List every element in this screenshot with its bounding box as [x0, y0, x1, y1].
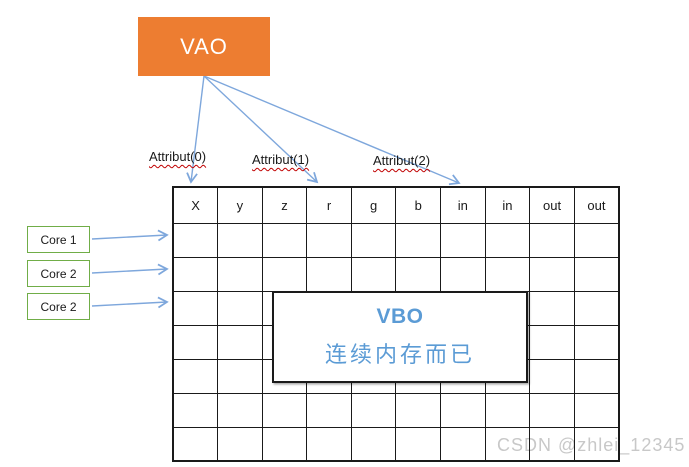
grid-cell	[261, 256, 308, 292]
grid-row	[172, 256, 620, 292]
grid-row	[172, 222, 620, 258]
grid-cell	[217, 290, 263, 326]
grid-cell	[261, 426, 308, 462]
attribut1-label: Attribut(1)	[252, 152, 310, 167]
attribut2-label: Attribut(2)	[373, 153, 431, 168]
attribut0-label: Attribut(0)	[149, 149, 207, 164]
grid-header-cell: b	[395, 186, 442, 224]
grid-cell	[573, 256, 620, 292]
core2-box: Core 2	[27, 260, 90, 287]
grid-cell	[573, 426, 620, 462]
vbo-subtitle: 连续内存而已	[324, 342, 475, 367]
vbo-box: VBO 连续内存而已	[272, 291, 528, 383]
grid-cell	[172, 290, 219, 326]
grid-cell	[172, 426, 219, 462]
core1-box: Core 1	[27, 226, 90, 253]
vao-box: VAO	[138, 17, 270, 76]
grid-cell	[395, 222, 442, 258]
core2-to-grid-arrow	[91, 263, 169, 276]
grid-cell	[395, 392, 442, 428]
grid-cell	[529, 392, 575, 428]
vbo-title: VBO	[376, 305, 424, 328]
grid-header-cell: X	[172, 186, 219, 224]
grid-cell	[217, 426, 263, 462]
grid-header-cell: in	[440, 186, 486, 224]
grid-cell	[306, 392, 352, 428]
grid-header-cell: r	[306, 186, 352, 224]
grid-cell	[573, 222, 620, 258]
core1-to-grid-arrow	[91, 229, 169, 242]
grid-cell	[440, 256, 486, 292]
grid-cell	[306, 426, 352, 462]
grid-cell	[172, 222, 219, 258]
grid-cell	[172, 392, 219, 428]
grid-cell	[529, 358, 575, 394]
grid-cell	[350, 256, 397, 292]
grid-cell	[350, 392, 397, 428]
grid-header-cell: out	[529, 186, 575, 224]
grid-cell	[217, 256, 263, 292]
grid-cell	[484, 392, 531, 428]
grid-cell	[350, 426, 397, 462]
grid-cell	[172, 256, 219, 292]
grid-cell	[172, 358, 219, 394]
grid-cell	[306, 222, 352, 258]
grid-cell	[306, 256, 352, 292]
grid-cell	[395, 256, 442, 292]
grid-header-cell: g	[350, 186, 397, 224]
grid-header-cell: z	[261, 186, 308, 224]
grid-cell	[261, 392, 308, 428]
grid-cell	[484, 426, 531, 462]
grid-cell	[573, 290, 620, 326]
grid-cell	[440, 392, 486, 428]
grid-cell	[217, 222, 263, 258]
grid-cell	[484, 222, 531, 258]
grid-cell	[484, 256, 531, 292]
grid-cell	[529, 256, 575, 292]
grid-cell	[529, 222, 575, 258]
grid-cell	[573, 392, 620, 428]
grid-header-cell: y	[217, 186, 263, 224]
vao-to-attribut0-arrow	[186, 75, 205, 184]
grid-cell	[261, 222, 308, 258]
grid-cell	[529, 290, 575, 326]
grid-cell	[350, 222, 397, 258]
grid-cell	[529, 324, 575, 360]
grid-cell	[529, 426, 575, 462]
core2b-to-grid-arrow	[91, 296, 169, 309]
grid-cell	[217, 358, 263, 394]
grid-cell	[172, 324, 219, 360]
grid-cell	[440, 222, 486, 258]
grid-cell	[217, 392, 263, 428]
grid-row	[172, 426, 620, 462]
grid-cell	[573, 358, 620, 394]
grid-row	[172, 392, 620, 428]
grid-header-cell: in	[484, 186, 531, 224]
grid-cell	[395, 426, 442, 462]
grid-cell	[573, 324, 620, 360]
grid-cell	[217, 324, 263, 360]
grid-header-cell: out	[573, 186, 620, 224]
core2b-box: Core 2	[27, 293, 90, 320]
grid-cell	[440, 426, 486, 462]
